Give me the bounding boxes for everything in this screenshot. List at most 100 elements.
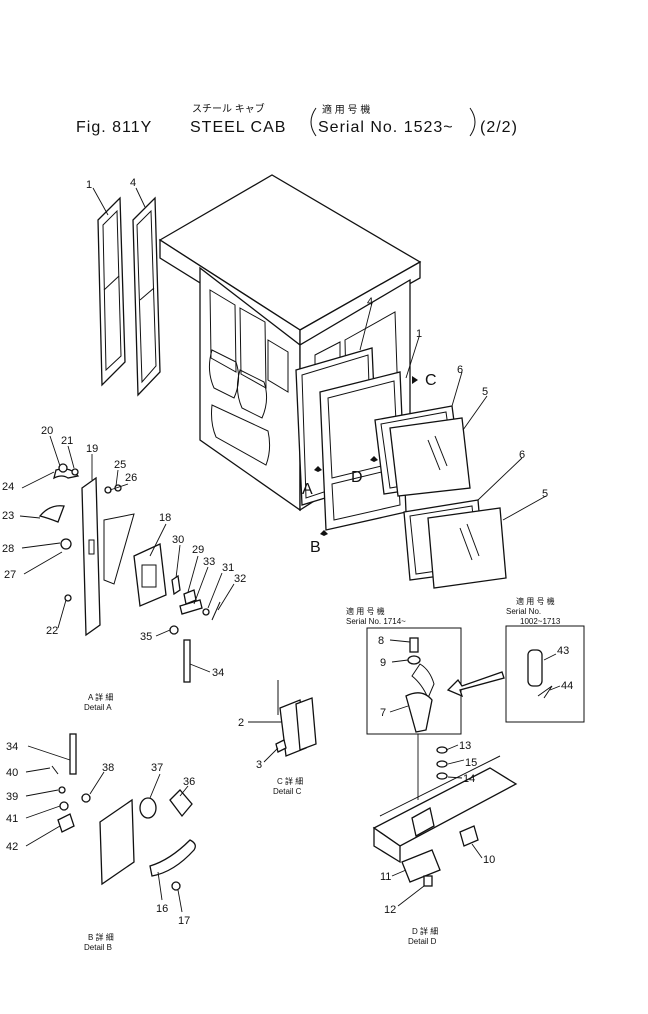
serial-bracket-right [469, 107, 476, 137]
detail-c-drawing [275, 680, 317, 757]
nut-35 [169, 625, 179, 635]
window-seal-4 [132, 196, 161, 397]
leader-5a [462, 395, 488, 431]
detail-a-jp: A 詳 細 [88, 692, 113, 702]
svg-text:25: 25 [114, 459, 126, 471]
callout-2: 2 [238, 717, 244, 729]
callout-11: 11 [380, 871, 391, 883]
floor-bracket [372, 767, 518, 847]
detail-b-callouts: 34 38 37 36 40 39 41 42 16 17 [6, 741, 195, 927]
svg-text:41: 41 [6, 813, 18, 825]
leader-9 [391, 659, 409, 663]
svg-text:31: 31 [222, 562, 234, 574]
title-japanese: スチール キャブ [192, 102, 265, 115]
serial-box-right-jp: 適 用 号 機 [516, 596, 555, 606]
plate-10 [459, 825, 479, 847]
callout-3: 3 [256, 759, 262, 771]
serial-box-left-label: Serial No. 1714~ [346, 617, 406, 626]
washer-28 [60, 538, 72, 550]
leader-6b [477, 457, 523, 501]
marker-a: A [302, 466, 322, 498]
clip-44 [537, 685, 553, 699]
bolt-38 [81, 793, 91, 803]
svg-text:36: 36 [183, 776, 195, 788]
callout-4-cab: 4 [367, 296, 373, 308]
link-42 [57, 813, 75, 833]
svg-text:30: 30 [172, 534, 184, 546]
serial-box-left-jp: 適 用 号 機 [346, 606, 385, 616]
detail-d-pin-old [527, 649, 553, 699]
leader-4a [135, 187, 146, 208]
svg-text:28: 28 [2, 543, 14, 555]
callout-1-top: 1 [86, 179, 92, 191]
svg-text:33: 33 [203, 556, 215, 568]
washer-13 [436, 746, 448, 754]
marker-c: C [412, 372, 438, 389]
nut-41 [59, 801, 69, 811]
window-glass-1 [97, 196, 126, 387]
svg-text:D: D [351, 469, 364, 486]
serial-box-right [505, 625, 585, 723]
pin-43 [527, 649, 543, 687]
callout-1-cab: 1 [416, 328, 422, 340]
detail-b-label: Detail B [84, 943, 112, 952]
washer-21 [71, 468, 79, 476]
callout-43: 43 [557, 645, 569, 657]
header: Fig. 811Y スチール キャブ STEEL CAB 適 用 号 機 Ser… [76, 102, 517, 137]
pin-32 [211, 601, 221, 621]
leader-43 [543, 653, 557, 661]
svg-text:27: 27 [4, 569, 16, 581]
detail-d-jp: D 詳 細 [412, 926, 438, 936]
bolt-8 [409, 637, 419, 653]
detail-d-upper-parts [405, 637, 435, 733]
svg-text:19: 19 [86, 443, 98, 455]
svg-text:21: 21 [61, 435, 73, 447]
bracket-11 [401, 849, 441, 883]
svg-text:17: 17 [178, 915, 190, 927]
leader-12 [397, 885, 425, 907]
svg-text:22: 22 [46, 625, 58, 637]
callout-15: 15 [465, 757, 477, 769]
rod-linkage [103, 513, 135, 585]
pin-30 [171, 574, 181, 596]
leader-6a [451, 371, 463, 407]
washer-9 [407, 655, 421, 665]
detail-b-drawing [51, 733, 196, 891]
link-29 [183, 589, 197, 605]
svg-text:38: 38 [102, 762, 114, 774]
marker-b: B [310, 530, 328, 556]
svg-text:39: 39 [6, 791, 18, 803]
svg-text:24: 24 [2, 481, 14, 493]
glass-5-upper [389, 417, 471, 497]
leader-5b [502, 495, 547, 521]
svg-text:18: 18 [159, 512, 171, 524]
bolt-12 [423, 875, 433, 887]
detail-c-jp: C 詳 細 [277, 776, 303, 786]
serial-japanese: 適 用 号 機 [322, 103, 370, 116]
callout-10: 10 [483, 854, 495, 866]
serial-range: Serial No. 1523~ [318, 119, 454, 136]
title: STEEL CAB [190, 119, 286, 136]
leader-14 [447, 776, 463, 779]
leader-10 [471, 843, 483, 859]
marker-d: D [351, 456, 378, 486]
callout-44: 44 [561, 680, 573, 692]
serial-box-right-range: 1002~1713 [520, 617, 561, 626]
svg-text:20: 20 [41, 425, 53, 437]
bolt-22 [64, 594, 72, 602]
serial-box-left [366, 627, 462, 735]
svg-text:C: C [425, 372, 438, 389]
glass-5-lower [427, 507, 507, 589]
leader-44 [549, 685, 561, 691]
leader-1b [405, 336, 420, 379]
rod-34-b [69, 733, 77, 775]
callout-6-cab: 6 [457, 364, 463, 376]
callout-5-cab: 5 [482, 386, 488, 398]
svg-text:32: 32 [234, 573, 246, 585]
detail-a-callouts: 20 21 19 25 26 24 23 28 27 18 30 29 33 3… [2, 425, 246, 679]
svg-text:40: 40 [6, 767, 18, 779]
leader-3 [263, 747, 279, 763]
leader-11 [391, 869, 407, 877]
callout-12: 12 [384, 904, 396, 916]
